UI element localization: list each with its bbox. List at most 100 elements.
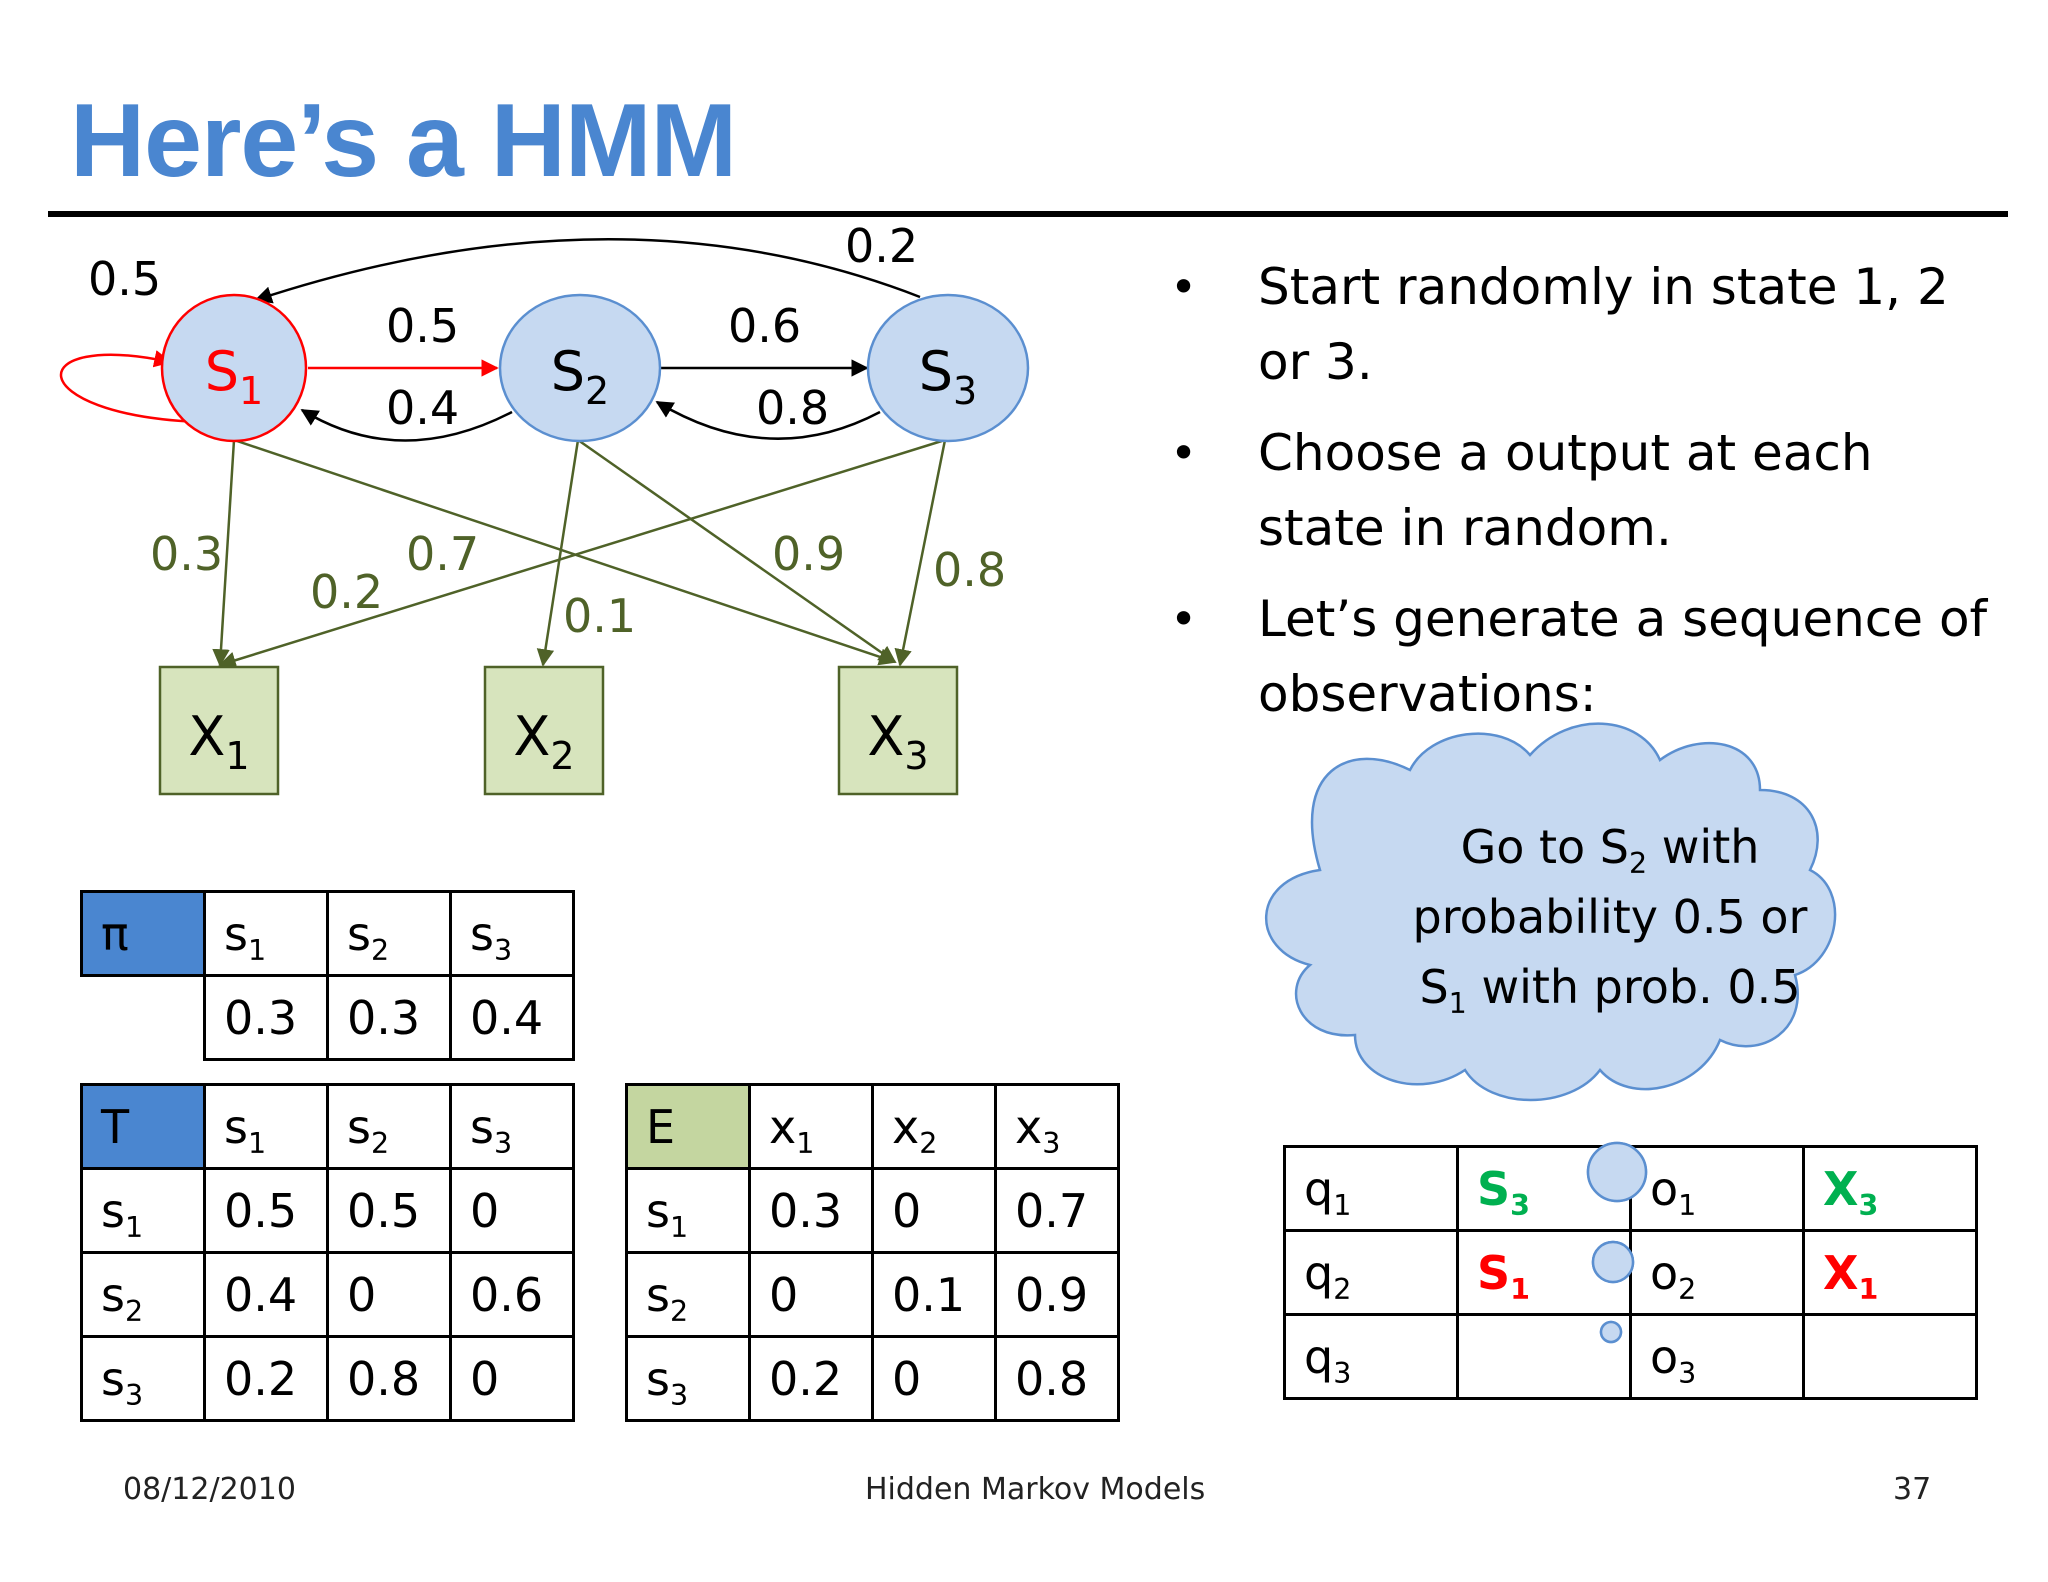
table-cell: 0 xyxy=(748,1251,874,1338)
edge-s1-self xyxy=(59,350,201,424)
label-s2-x3: 0.9 xyxy=(772,527,845,581)
label-s1-s2: 0.5 xyxy=(386,299,459,353)
table-row: s3 0.2 0 0.8 xyxy=(625,1335,1120,1422)
table-header-cell: π xyxy=(80,890,206,977)
edge-s1-x1 xyxy=(212,439,236,667)
thought-cloud-text: Go to S2 with probability 0.5 or S1 with… xyxy=(1412,820,1808,1020)
table-cell: o3 xyxy=(1629,1313,1805,1400)
table-cell: 0.2 xyxy=(203,1335,329,1422)
label-s2-s3: 0.6 xyxy=(728,299,801,353)
title-rule xyxy=(48,211,2008,217)
table-cell: o2 xyxy=(1629,1229,1805,1316)
state-s2: S2 xyxy=(498,293,662,443)
edge-s3-x1 xyxy=(218,438,946,669)
table-row: q2 S1 o2 X1 xyxy=(1283,1229,1978,1316)
label-s1-self: 0.5 xyxy=(88,252,161,306)
table-row: s2 0.4 0 0.6 xyxy=(80,1251,575,1338)
sampled-observation-cell: X3 xyxy=(1802,1145,1978,1232)
initial-prob-table: π s1 s2 s3 0.3 0.3 0.4 xyxy=(80,890,575,1061)
table-cell: q2 xyxy=(1283,1229,1459,1316)
table-cell: 0 xyxy=(449,1167,575,1254)
table-row-header: s1 xyxy=(80,1167,206,1254)
table-cell: 0.4 xyxy=(449,974,575,1061)
bullet-item: •Choose a output at each state in random… xyxy=(1170,424,1873,557)
table-row: s1 0.5 0.5 0 xyxy=(80,1167,575,1254)
table-cell: 0.7 xyxy=(994,1167,1120,1254)
label-s3-s1: 0.2 xyxy=(845,219,918,273)
table-cell: 0 xyxy=(449,1335,575,1422)
table-header-cell: x3 xyxy=(994,1083,1120,1170)
table-header-cell: s3 xyxy=(449,1083,575,1170)
label-s3-x1: 0.2 xyxy=(310,565,383,619)
label-s1-x3: 0.7 xyxy=(406,527,479,581)
table-cell: 0.1 xyxy=(871,1251,997,1338)
table-header-cell: x2 xyxy=(871,1083,997,1170)
table-header-cell: s2 xyxy=(326,1083,452,1170)
table-row: s1 0.3 0 0.7 xyxy=(625,1167,1120,1254)
table-row: q1 S3 o1 X3 xyxy=(1283,1145,1978,1232)
state-s1: S1 xyxy=(160,293,308,443)
label-s3-s2: 0.8 xyxy=(756,381,829,435)
table-cell: q3 xyxy=(1283,1313,1459,1400)
bullet-item: •Start randomly in state 1, 2 or 3. xyxy=(1170,258,1949,391)
table-cell: o1 xyxy=(1629,1145,1805,1232)
observation-x2: X2 xyxy=(483,665,605,796)
table-cell: 0.8 xyxy=(326,1335,452,1422)
edge-s2-s1 xyxy=(300,408,513,442)
bullet-item: •Let’s generate a sequence of observatio… xyxy=(1170,590,1988,723)
footer-date: 08/12/2010 xyxy=(123,1472,296,1507)
sampled-state-cell: S3 xyxy=(1456,1145,1632,1232)
sampled-state-cell: S1 xyxy=(1456,1229,1632,1316)
table-row-header: s2 xyxy=(80,1251,206,1338)
table-header-cell: s3 xyxy=(449,890,575,977)
table-row: q3 o3 xyxy=(1283,1313,1978,1400)
edge-s3-s2 xyxy=(655,400,881,440)
table-row-header: s3 xyxy=(625,1335,751,1422)
table-header-cell: x1 xyxy=(748,1083,874,1170)
table-row: s3 0.2 0.8 0 xyxy=(80,1335,575,1422)
edge-s3-s1 xyxy=(254,238,921,304)
observation-x1: X1 xyxy=(158,665,280,796)
table-cell: 0 xyxy=(871,1167,997,1254)
svg-text:X1: X1 xyxy=(188,705,249,778)
table-row: s2 0 0.1 0.9 xyxy=(625,1251,1120,1338)
edge-s2-x2 xyxy=(536,439,580,667)
table-header-cell: T xyxy=(80,1083,206,1170)
sampled-state-cell xyxy=(1456,1313,1632,1400)
table-cell: 0.9 xyxy=(994,1251,1120,1338)
table-header-cell: E xyxy=(625,1083,751,1170)
sampled-observation-cell: X1 xyxy=(1802,1229,1978,1316)
slide-title: Here’s a HMM xyxy=(70,83,737,199)
table-cell: 0.8 xyxy=(994,1335,1120,1422)
svg-text:X2: X2 xyxy=(513,705,574,778)
table-row-header: s1 xyxy=(625,1167,751,1254)
svg-text:S1: S1 xyxy=(205,340,263,413)
table-header-cell: s2 xyxy=(326,890,452,977)
table-cell: 0 xyxy=(871,1335,997,1422)
page-number: 37 xyxy=(1893,1472,1932,1507)
table-cell: 0.4 xyxy=(203,1251,329,1338)
emission-table: E x1 x2 x3 s1 0.3 0 0.7 s2 0 0.1 0.9 s3 … xyxy=(625,1083,1120,1422)
label-s3-x3: 0.8 xyxy=(933,543,1006,597)
label-s2-s1: 0.4 xyxy=(386,381,459,435)
edge-s1-x3 xyxy=(233,438,897,666)
table-row-header: s2 xyxy=(625,1251,751,1338)
table-cell: 0.3 xyxy=(203,974,329,1061)
table-cell: 0.2 xyxy=(748,1335,874,1422)
table-cell: 0.3 xyxy=(326,974,452,1061)
footer-title: Hidden Markov Models xyxy=(865,1472,1206,1507)
state-s3: S3 xyxy=(866,293,1030,443)
svg-text:X3: X3 xyxy=(867,705,928,778)
edge-s3-x3 xyxy=(894,439,947,667)
sampled-observation-cell xyxy=(1802,1313,1978,1400)
table-cell: q1 xyxy=(1283,1145,1459,1232)
sequence-table: q1 S3 o1 X3 q2 S1 o2 X1 q3 o3 xyxy=(1283,1145,1978,1400)
transition-table: T s1 s2 s3 s1 0.5 0.5 0 s2 0.4 0 0.6 s3 … xyxy=(80,1083,575,1422)
observation-x3: X3 xyxy=(837,665,959,796)
transition-edges xyxy=(59,238,921,442)
table-cell: 0.3 xyxy=(748,1167,874,1254)
table-cell: 0.5 xyxy=(203,1167,329,1254)
emission-edges xyxy=(212,438,947,669)
bullet-list: •Start randomly in state 1, 2 or 3. •Cho… xyxy=(1170,250,1990,748)
